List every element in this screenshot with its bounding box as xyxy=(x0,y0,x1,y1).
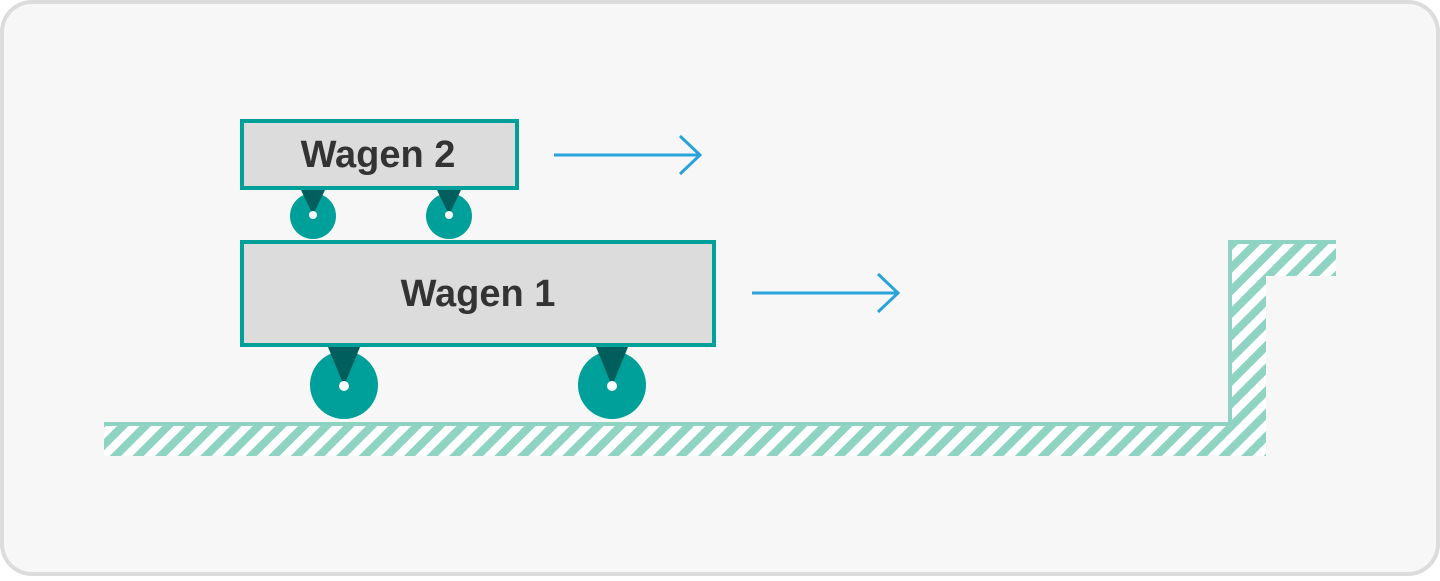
wheel xyxy=(426,190,472,239)
cart-1-label: Wagen 1 xyxy=(401,273,556,315)
wheel xyxy=(578,347,646,419)
arrow-right-icon xyxy=(752,272,901,314)
ground-hatch xyxy=(104,424,1230,456)
cart-2-wheels xyxy=(290,190,472,239)
ground-surface-line xyxy=(104,240,1336,426)
cart-2: Wagen 2 xyxy=(240,119,519,190)
wheel xyxy=(290,190,336,239)
wall-hatch xyxy=(1230,242,1266,456)
cart-1-wheels xyxy=(310,347,646,419)
cart-1-body xyxy=(240,240,716,347)
cart-1: Wagen 1 xyxy=(240,240,716,347)
ledge-hatch xyxy=(1266,242,1336,276)
wheel xyxy=(310,347,378,419)
cart-2-label: Wagen 2 xyxy=(301,134,456,176)
ground-track xyxy=(104,240,1336,456)
arrow-right-icon xyxy=(554,134,703,176)
cart-2-body xyxy=(240,119,519,190)
